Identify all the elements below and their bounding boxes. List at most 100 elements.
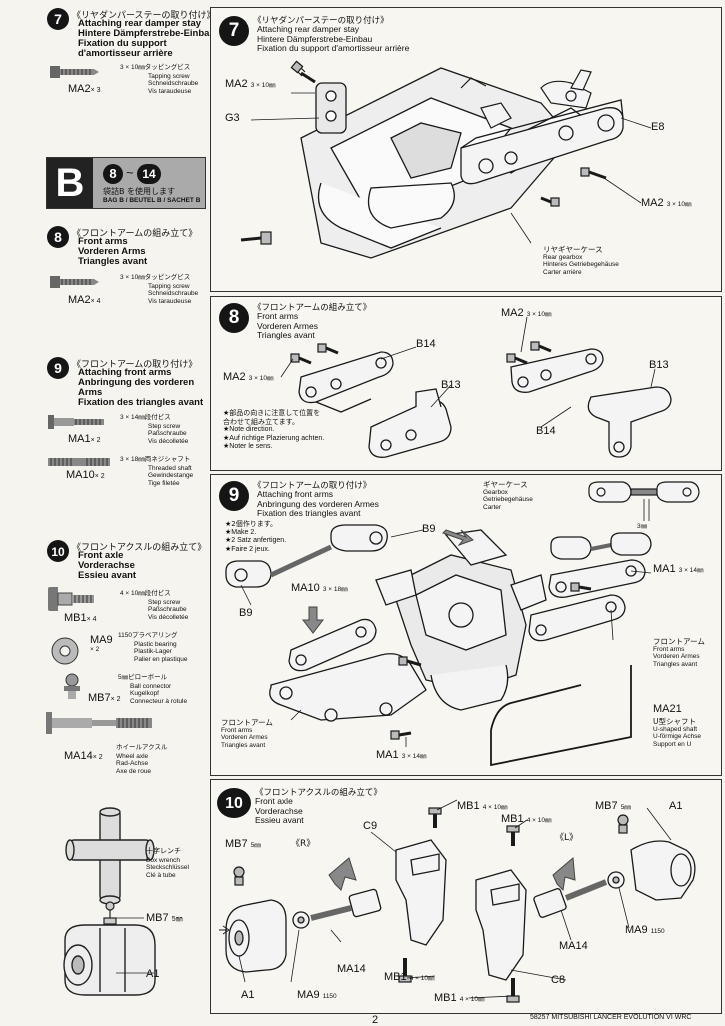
p8-b14b: B14 (536, 425, 556, 437)
code: MB1 (434, 992, 457, 1004)
s10-part1-names: Step screw Paßschraube Vis décolletée (148, 599, 188, 621)
step-screw-icon (48, 587, 94, 611)
panel-9-title-en: Attaching front arms Anbringung des vord… (257, 489, 379, 519)
code: MB1 (501, 813, 524, 825)
title-line: Attaching front arms (257, 489, 334, 499)
p9-farm-jp: フロントアーム (653, 637, 705, 646)
tapping-screw-icon (50, 276, 99, 288)
panel-8-title-jp: 《フロントアームの組み立て》 (253, 303, 372, 313)
size: 1150 (322, 993, 337, 1000)
part-name: Gewindestange (148, 472, 194, 480)
wrench-jp: 十字レンチ (146, 847, 181, 855)
part-name: Schneidschraube (148, 80, 199, 88)
p10-c9: C9 (363, 820, 378, 832)
part-name: Tapping screw (148, 73, 190, 80)
p7-e8: E8 (651, 121, 665, 133)
title-line: Fixation du support d'amortisseur arrièr… (257, 43, 410, 53)
wrench-names: Box wrench Steckschlüssel Clé à tube (146, 857, 189, 879)
qty: × 2 (94, 473, 105, 480)
s8-part-spec: 3 × 10㎜タッピングビス (120, 274, 191, 281)
code: MA2 (68, 294, 91, 306)
title-line: Fixation des triangles avant (257, 508, 361, 518)
front-arms-illustration (280, 316, 672, 458)
part-name: Step screw (148, 599, 181, 606)
code: MA2 (641, 197, 664, 209)
step-8-badge: 8 (47, 226, 69, 248)
s7-part-names: Tapping screw Schneidschraube Vis taraud… (148, 73, 198, 95)
title-line: Vorderen Arms (78, 246, 146, 257)
step-number: 7 (54, 11, 62, 27)
s10-part3-code: MB7× 2 (88, 692, 121, 704)
part-name: Steckschlüssel (146, 864, 189, 872)
qty: × 2 (110, 696, 121, 703)
p10-ma14a: MA14 (337, 963, 366, 975)
panel-step-10: 10 《フロントアクスルの組み立て》 Front axle Vorderachs… (210, 779, 722, 1014)
part-name: Palier en plastique (134, 655, 188, 663)
wrench-mb7: MB7 5㎜ (146, 912, 183, 924)
s8-part-names: Tapping screw Schneidschraube Vis taraud… (148, 283, 198, 305)
title-line: Attaching rear damper stay (78, 18, 202, 29)
title-line: Essieu avant (255, 815, 304, 825)
part-name: Connecteur à rotule (130, 697, 188, 705)
title-line: Essieu avant (78, 570, 137, 581)
part-name: Step screw (148, 423, 181, 430)
rear-gearbox-illustration (240, 60, 652, 259)
title-line: Vorderachse (78, 560, 135, 571)
code: MA14 (64, 750, 93, 762)
p7-gear-en: Rear gearbox Hinteres Getriebegehäuse Ca… (543, 254, 619, 276)
step-7-title-jp: 《リヤダンパーステーの取り付け》 (72, 11, 216, 21)
size: 5㎜ (250, 842, 261, 849)
plastic-bearing-icon (51, 637, 79, 665)
part-name: Paßschraube (148, 606, 187, 614)
p10-r: 《R》 (291, 839, 316, 849)
part-name: Tapping screw (148, 283, 190, 290)
size: 4 × 10㎜ (459, 996, 485, 1003)
p7-ma2b: MA2 3 × 10㎜ (641, 197, 691, 209)
size: 5㎜ (620, 804, 631, 811)
code: MA2 (223, 371, 246, 383)
part-name: Tige filetée (148, 479, 180, 487)
panel-10-title-jp: 《フロントアクスルの組み立て》 (255, 788, 382, 798)
part-name: Clé à tube (146, 871, 176, 879)
wrench-a1: A1 (146, 968, 160, 980)
wheel-axle-icon (46, 712, 152, 734)
code: MB7 (595, 800, 618, 812)
part-name: Schneidschraube (148, 290, 199, 298)
box-wrench-illustration (63, 807, 156, 996)
note-line: ★Note direction. (223, 426, 275, 433)
s10-part1-spec: 4 × 10㎜段付ビス (120, 590, 171, 597)
panel-9-badge: 9 (219, 481, 249, 511)
line: Getriebegehäuse (483, 496, 533, 504)
p8-ma2b: MA2 3 × 10㎜ (501, 307, 551, 319)
panel-8-title-en: Front arms Vorderen Armes Triangles avan… (257, 311, 318, 341)
step-number: 9 (54, 360, 62, 376)
code: MA9 (90, 634, 113, 646)
p7-g3: G3 (225, 112, 240, 124)
step-8-title-jp: 《フロントアームの組み立て》 (72, 229, 198, 239)
part-name: Vis taraudeuse (148, 297, 192, 305)
title-line: Triangles avant (78, 256, 148, 267)
s10-part1-code: MB1× 4 (64, 612, 97, 624)
p7-gear-jp: リヤギヤーケース (543, 245, 603, 254)
bag-jp: 袋詰B を使用します (103, 187, 176, 196)
s10-part4-spec: ホイールアクスル (116, 744, 168, 751)
part-name: Vis décolletée (148, 437, 189, 445)
code: MB1 (457, 800, 480, 812)
line: Support en U (653, 740, 692, 748)
panel-10-badge: 10 (217, 788, 251, 818)
p9-b9a: B9 (422, 523, 436, 535)
step-10-title-en: Front axle Vorderachse Essieu avant (78, 551, 136, 581)
p10-c8: C8 (551, 974, 566, 986)
p8-b13a: B13 (441, 379, 461, 391)
panel-8-badge: 8 (219, 303, 249, 333)
title-line: Front arms (78, 236, 128, 247)
step-8-title-en: Front arms Vorderen Arms Triangles avant (78, 237, 147, 267)
footer-title: 58257 MITSUBISHI LANCER EVOLUTION VI WRC (530, 1014, 692, 1021)
note-line: ★2個作ります。 (225, 520, 278, 528)
note-line: 合わせて組み立てます。 (223, 417, 299, 426)
title-line: Hintere Dämpferstrebe-Einbau (257, 33, 373, 44)
code: MA2 (225, 78, 248, 90)
p8-b14a: B14 (416, 338, 436, 350)
size: 3 × 14㎜ (401, 753, 427, 760)
part-name: Kugelkopf (130, 690, 159, 698)
